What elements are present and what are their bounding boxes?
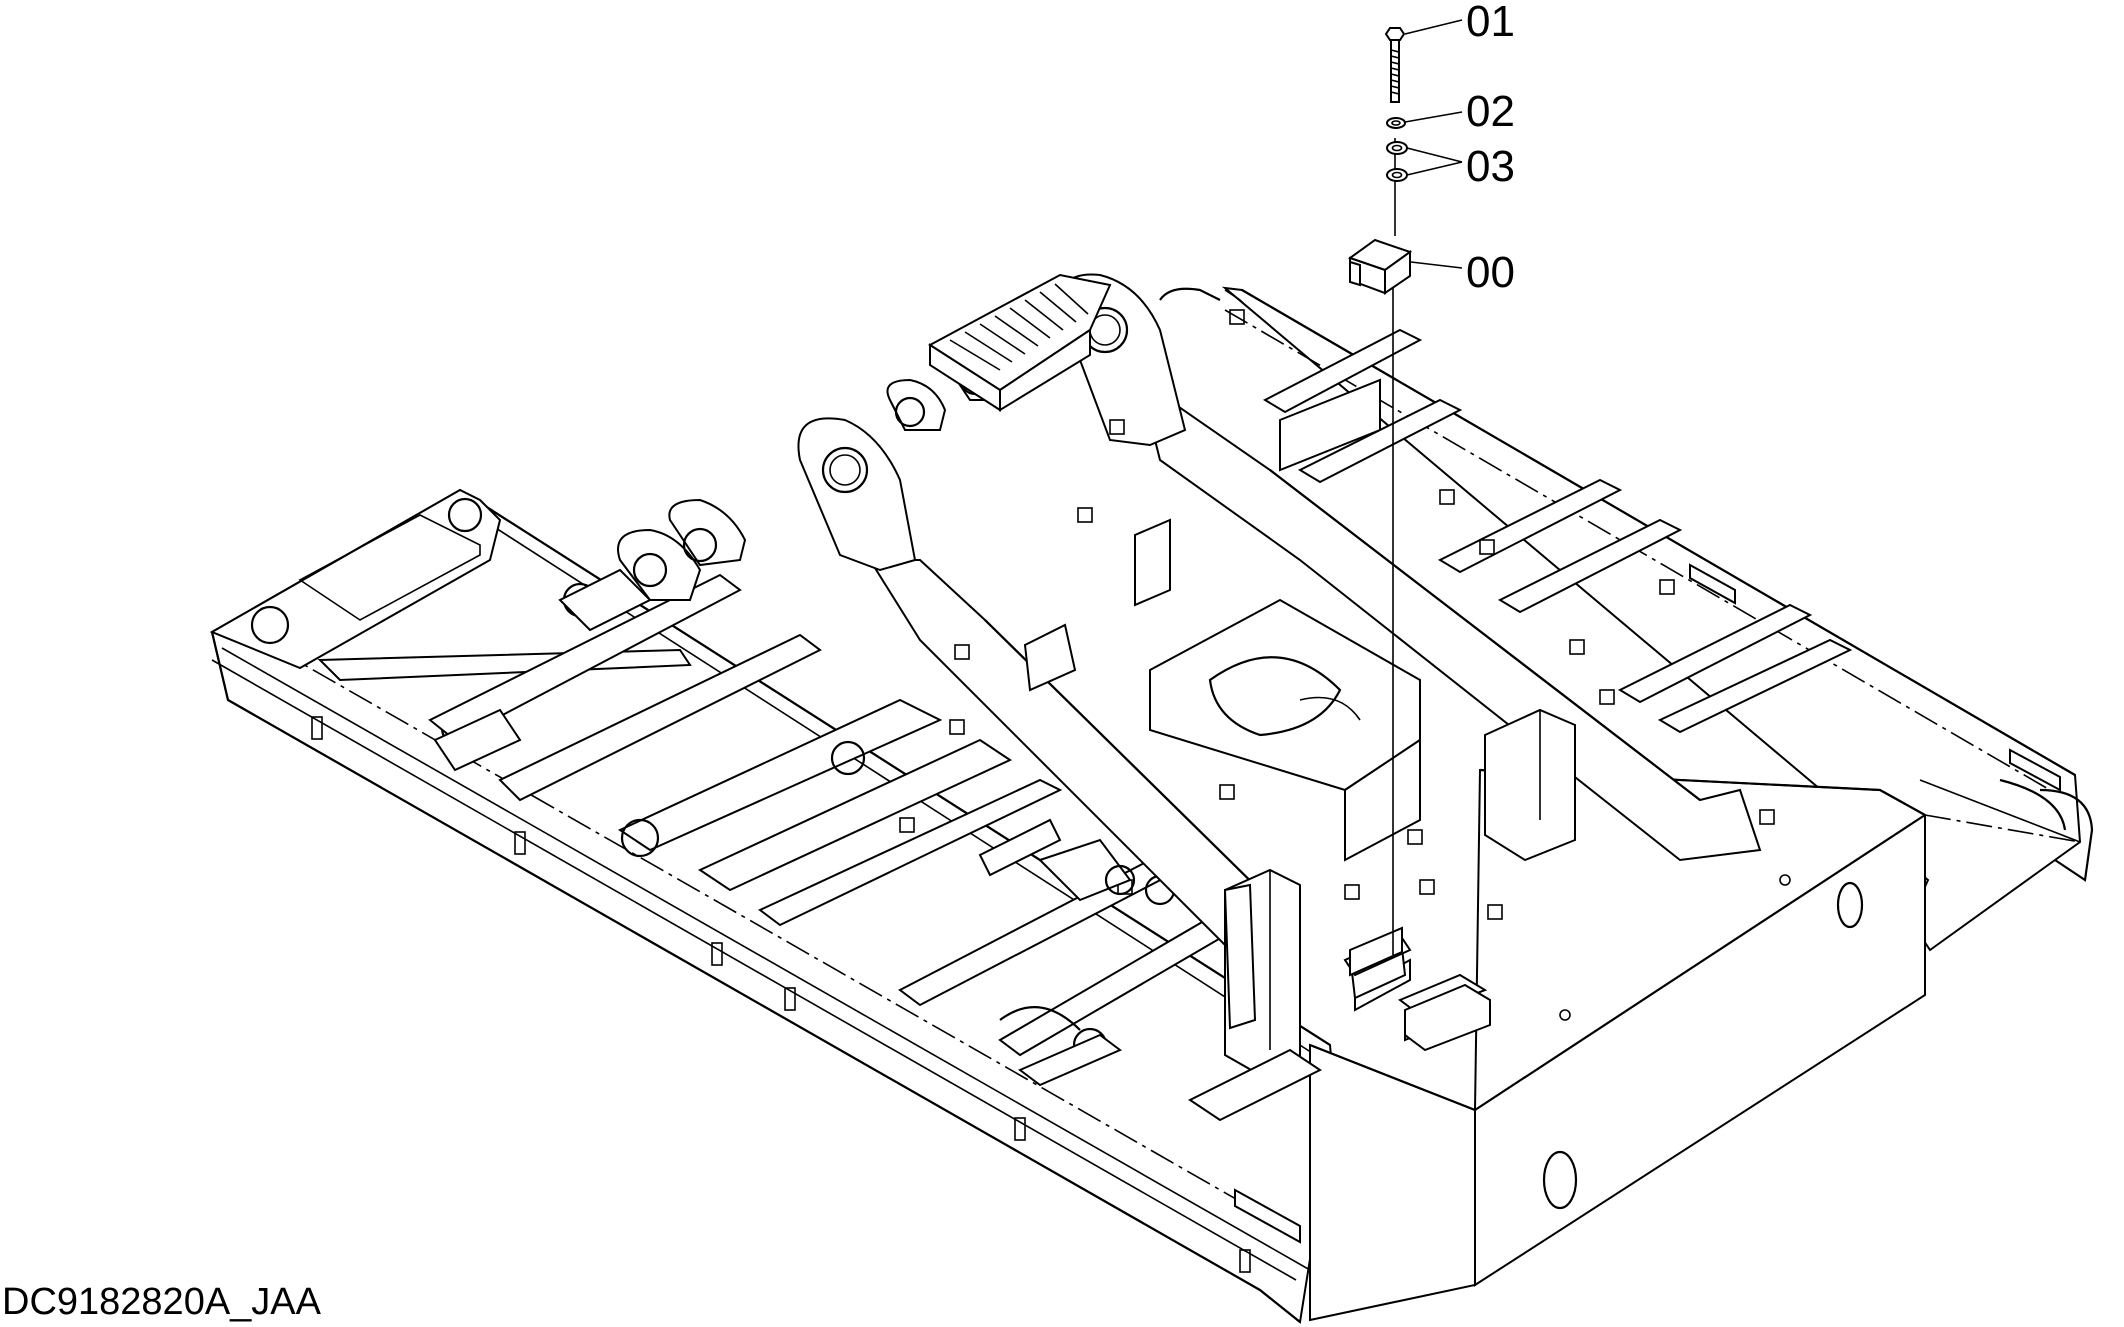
- part-03-flat-washers: [1386, 141, 1408, 182]
- frame-clips: [899, 309, 1775, 920]
- left-end-box: [209, 488, 598, 748]
- callout-label-01: 01: [1466, 0, 1515, 46]
- upper-frame-structure: [209, 273, 2094, 1324]
- lower-crossmember: [999, 838, 1322, 1122]
- callout-label-03: 03: [1466, 142, 1515, 191]
- part-02-spring-washer: [1386, 117, 1406, 129]
- leader-lines: [1404, 19, 1463, 269]
- rear-crossbeam: [1309, 768, 1926, 1322]
- callout-label-00: 00: [1466, 248, 1515, 297]
- right-outline-dashes: [1224, 289, 2081, 843]
- boom-foot-box: [1149, 598, 1421, 862]
- boom-pin-towers: [617, 273, 1187, 601]
- drawing-id: DC9182820A_JAA: [2, 1281, 321, 1323]
- hydraulic-pipe: [1159, 287, 1221, 301]
- step-grating: [928, 273, 1112, 412]
- right-crossbeams: [1262, 328, 1853, 734]
- exploded-parts: [1347, 19, 1463, 955]
- part-00-block: [1347, 238, 1413, 295]
- rear-pads: [1343, 926, 1491, 1052]
- center-plates: [433, 518, 1407, 1000]
- part-01-bolt: [1384, 27, 1406, 103]
- callout-label-02: 02: [1466, 87, 1515, 136]
